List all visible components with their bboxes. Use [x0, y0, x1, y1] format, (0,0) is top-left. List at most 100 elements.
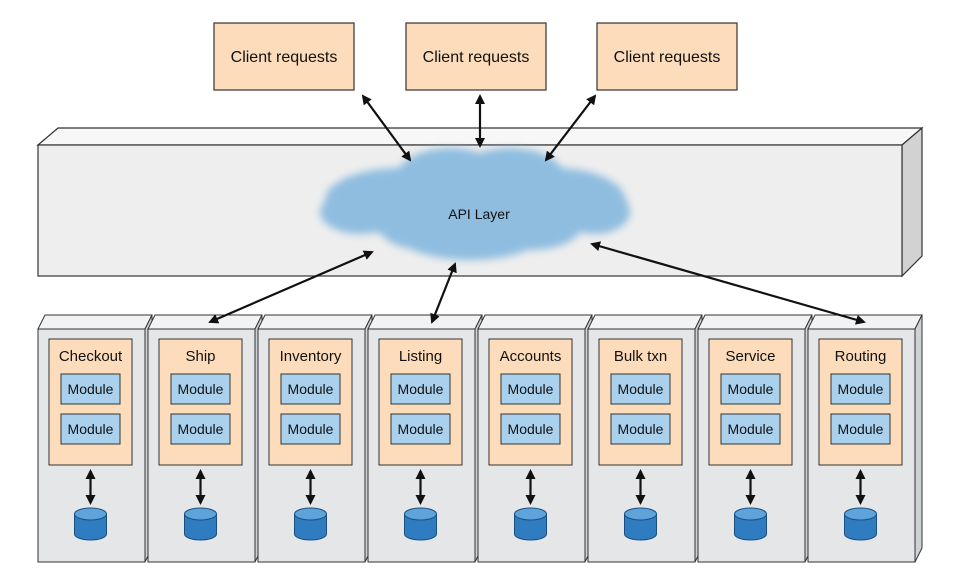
- database-icon: [844, 507, 877, 541]
- module-label: Module: [68, 421, 114, 437]
- client-request-box-bg: [213, 22, 355, 91]
- service-top-face: [37, 314, 153, 330]
- service-label: Checkout: [59, 348, 123, 365]
- cloud-puff: [320, 190, 400, 234]
- double-arrow: [590, 241, 866, 325]
- cloud-icon: [320, 148, 630, 260]
- service-side-face: [914, 314, 923, 563]
- client-request-box: Client requests: [213, 22, 355, 91]
- client-request-box-bg: [405, 22, 547, 91]
- double-arrow: [208, 250, 374, 324]
- database-icon: [514, 507, 547, 541]
- double-arrow: [430, 262, 457, 324]
- module-label: Module: [398, 421, 444, 437]
- database-body: [184, 513, 217, 541]
- module-label: Module: [838, 381, 884, 397]
- module-label: Module: [288, 381, 334, 397]
- database-top: [294, 507, 327, 521]
- database-icon: [404, 507, 437, 541]
- database-body: [404, 513, 437, 541]
- database-top: [624, 507, 657, 521]
- database-icon: [74, 507, 107, 541]
- cloud-puff: [455, 148, 565, 208]
- service-top-face: [587, 314, 703, 330]
- cloud-puff: [480, 206, 580, 250]
- database-icon: [624, 507, 657, 541]
- database-icon: [734, 507, 767, 541]
- database-top: [184, 507, 217, 521]
- database-body: [624, 513, 657, 541]
- module-label: Module: [68, 381, 114, 397]
- service-label: Inventory: [280, 348, 342, 365]
- module-box: [390, 413, 451, 445]
- service-top-face: [697, 314, 813, 330]
- database-top: [514, 507, 547, 521]
- module-label: Module: [618, 421, 664, 437]
- client-request-label: Client requests: [423, 49, 530, 66]
- module-box: [60, 413, 121, 445]
- module-box: [720, 373, 781, 405]
- module-box: [610, 413, 671, 445]
- cloud-body: [320, 148, 630, 260]
- service-top-face: [147, 314, 263, 330]
- client-request-box-bg: [596, 22, 738, 91]
- database-body: [734, 513, 767, 541]
- module-box: [720, 413, 781, 445]
- service-label: Ship: [185, 348, 215, 365]
- module-label: Module: [728, 421, 774, 437]
- client-request-label: Client requests: [231, 49, 338, 66]
- service-top-face: [477, 314, 593, 330]
- module-box: [390, 373, 451, 405]
- database-body: [74, 513, 107, 541]
- api-layer-side: [901, 126, 923, 278]
- database-top: [74, 507, 107, 521]
- database-body: [294, 513, 327, 541]
- module-label: Module: [178, 421, 224, 437]
- services-group: CheckoutModuleModuleShipModuleModuleInve…: [37, 314, 923, 563]
- service-top-face: [367, 314, 483, 330]
- database-top: [844, 507, 877, 521]
- module-box: [830, 373, 891, 405]
- client-request-box: Client requests: [596, 22, 738, 91]
- service-label: Accounts: [500, 348, 562, 365]
- module-label: Module: [178, 381, 224, 397]
- double-arrow: [544, 94, 597, 162]
- database-body: [514, 513, 547, 541]
- cloud-puff: [380, 206, 470, 250]
- module-label: Module: [838, 421, 884, 437]
- service-top-face: [257, 314, 373, 330]
- client-request-label: Client requests: [614, 49, 721, 66]
- client-requests-group: Client requests Client requests Client req…: [213, 22, 738, 91]
- module-box: [830, 413, 891, 445]
- service-top-face: [807, 314, 923, 330]
- module-label: Module: [398, 381, 444, 397]
- service-label: Bulk txn: [614, 348, 667, 365]
- api-layer-label: API Layer: [448, 206, 510, 222]
- module-box: [60, 373, 121, 405]
- service-label: Routing: [835, 348, 887, 365]
- module-box: [610, 373, 671, 405]
- database-icon: [184, 507, 217, 541]
- database-top: [734, 507, 767, 521]
- module-box: [170, 373, 231, 405]
- module-label: Module: [288, 421, 334, 437]
- module-label: Module: [508, 381, 554, 397]
- module-box: [170, 413, 231, 445]
- database-top: [404, 507, 437, 521]
- database-icon: [294, 507, 327, 541]
- module-label: Module: [728, 381, 774, 397]
- double-arrow: [361, 94, 412, 162]
- module-box: [500, 413, 561, 445]
- service-label: Service: [725, 348, 775, 365]
- module-label: Module: [508, 421, 554, 437]
- database-body: [844, 513, 877, 541]
